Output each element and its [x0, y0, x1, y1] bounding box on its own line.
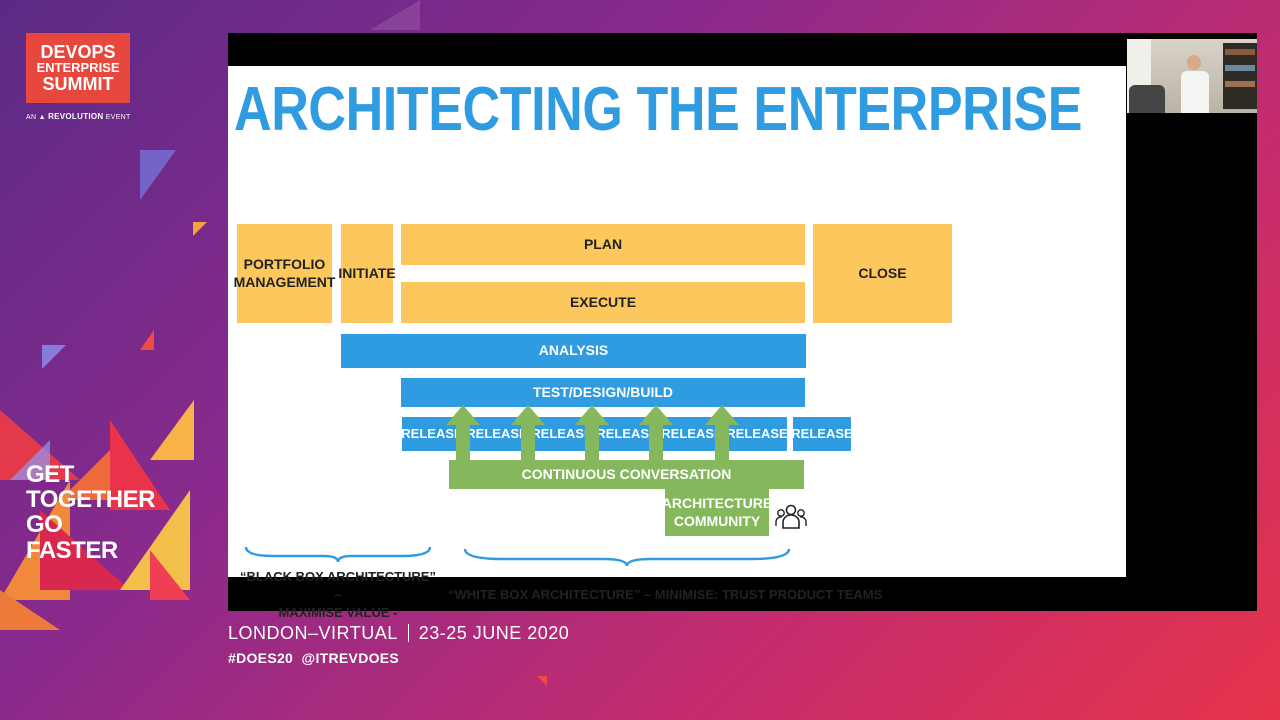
decor-shard — [537, 676, 547, 686]
close-box: CLOSE — [813, 224, 952, 323]
event-hashtags: #DOES20 @ITREVDOES — [228, 650, 400, 666]
byline-suffix: EVENT — [105, 114, 131, 121]
slogan-line: GET — [26, 461, 74, 488]
up-arrow-icon — [639, 405, 673, 461]
architecture-community-box: ARCHITECTURE COMMUNITY — [662, 489, 772, 536]
byline-brand: REVOLUTION — [48, 112, 104, 121]
logo-line: SUMMIT — [42, 73, 114, 94]
revolution-logo-icon: ▲ — [38, 114, 46, 121]
execute-box: EXECUTE — [401, 282, 805, 323]
black-box-note: “BLACK BOX ARCHITECTURE” – MAXIMISE VALU… — [238, 568, 438, 623]
black-box-brace — [244, 546, 432, 563]
footer-divider — [407, 624, 409, 642]
decor-shard — [140, 330, 154, 350]
up-arrow-icon — [705, 405, 739, 461]
video-frame: ARCHITECTING THE ENTERPRISE PORTFOLIO MA… — [228, 33, 1257, 620]
up-arrow-icon — [511, 405, 545, 461]
slogan-line: TOGETHER — [26, 486, 155, 514]
black-box-note-line: MAXIMISE VALUE - — [278, 605, 398, 621]
initiate-box: INITIATE — [338, 224, 396, 323]
plan-box: PLAN — [401, 224, 805, 265]
analysis-band: ANALYSIS — [341, 334, 806, 368]
people-group-icon — [775, 504, 807, 529]
slide-title: ARCHITECTING THE ENTERPRISE — [234, 75, 1083, 144]
white-box-note: “WHITE BOX ARCHITECTURE” – MINIMISE: TRU… — [448, 587, 883, 602]
release-box: RELEASE — [597, 417, 657, 451]
continuous-conversation-bar: CONTINUOUS CONVERSATION — [449, 460, 804, 489]
slogan-line: FASTER — [26, 536, 118, 564]
test-design-build-band: TEST/DESIGN/BUILD — [401, 378, 805, 407]
up-arrow-icon — [575, 405, 609, 461]
portfolio-management-box: PORTFOLIO MANAGEMENT — [234, 224, 335, 323]
slogan-line: GO — [26, 511, 63, 539]
event-dates: 23-25 JUNE 2020 — [418, 623, 570, 643]
logo-line: DEVOPS — [40, 42, 116, 63]
organizer-byline: AN ▲ REVOLUTION EVENT — [26, 112, 131, 121]
decor-shard — [193, 222, 207, 236]
slogan: GET TOGETHER GO FASTER — [26, 462, 155, 563]
black-box-note-line: “BLACK BOX ARCHITECTURE” – — [240, 569, 436, 603]
presentation-slide: ARCHITECTING THE ENTERPRISE PORTFOLIO MA… — [228, 66, 1126, 620]
speaker-webcam — [1127, 39, 1257, 113]
event-footer: LONDON–VIRTUAL 23-25 JUNE 2020 #DOES20 @I… — [228, 623, 569, 666]
decor-shard — [370, 0, 420, 30]
logo-line: ENTERPRISE — [36, 60, 120, 76]
event-logo: DEVOPS ENTERPRISE SUMMIT — [26, 33, 130, 103]
up-arrow-icon — [446, 405, 480, 461]
decor-mosaic — [0, 380, 220, 700]
white-box-brace — [463, 548, 791, 567]
event-location: LONDON–VIRTUAL — [228, 623, 398, 643]
byline-prefix: AN — [26, 114, 37, 121]
decor-shard — [42, 345, 66, 369]
release-box: RELEASE — [793, 417, 851, 451]
decor-shard — [140, 150, 176, 200]
